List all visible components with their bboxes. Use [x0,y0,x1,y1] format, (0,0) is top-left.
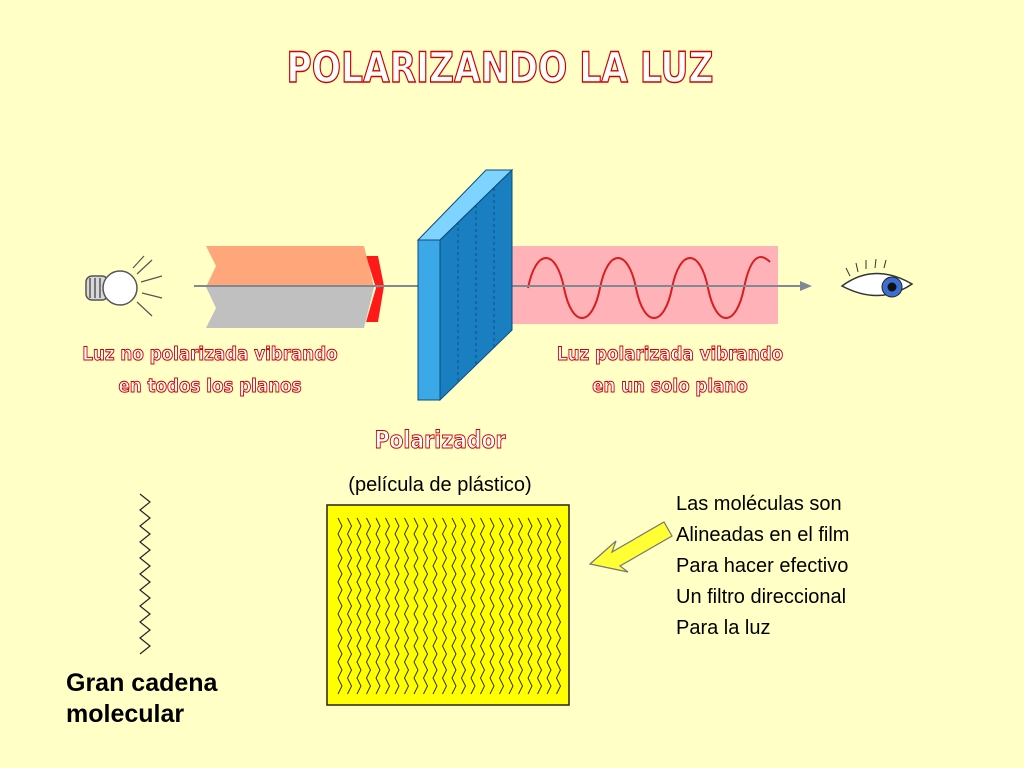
film-molecule-line [403,517,410,695]
page-title: POLARIZANDO LA LUZ [286,42,714,92]
film-molecule-line [375,517,381,695]
unpolarized-caption-line: en todos los planos [118,375,302,398]
film-caption: (película de plástico) [348,474,532,496]
film-molecule-line [346,517,353,695]
eye-icon [840,258,914,298]
film-molecule-line [498,517,505,695]
film-molecules [337,517,562,695]
film-molecule-line [384,517,391,695]
film-molecule-line [365,517,372,695]
film-molecule-line [413,517,419,695]
polarized-caption: Luz polarizada vibrando en un solo plano [520,338,819,402]
film-molecule-line [337,517,343,695]
film-molecule-line [432,517,438,695]
pointer-arrow-icon [588,521,673,573]
film-molecule-line [546,517,552,695]
molecular-chain-label: Gran cadena molecular [66,668,217,730]
film-molecule-line [508,517,514,695]
polarized-wave [527,256,771,319]
film-molecule-line [536,517,543,695]
film-molecule-line [356,517,362,695]
film-molecule-line [555,517,562,695]
explanation-line: Para la luz [676,617,771,639]
molecules-explanation: Las moléculas son Alineadas en el film P… [676,489,849,644]
plastic-film [326,504,570,706]
explanation-line: Para hacer efectivo [676,555,849,577]
explanation-line: Alineadas en el film [676,524,850,546]
explanation-line: Las moléculas son [676,493,842,515]
polarized-caption-line: Luz polarizada vibrando [556,343,784,366]
polarized-caption-line: en un solo plano [592,375,748,398]
film-molecule-line [527,517,533,695]
chain-label-line: molecular [66,700,185,728]
light-bulb-icon [85,255,163,317]
unpolarized-caption-line: Luz no polarizada vibrando [82,343,338,366]
beam-arrowhead [800,281,812,291]
explanation-line: Un filtro direccional [676,586,847,608]
film-molecule-line [489,517,495,695]
film-molecule-line [479,517,486,695]
chain-label-line: Gran cadena [66,669,218,697]
unpolarized-light-beam [206,246,384,328]
film-molecule-line [451,517,457,695]
film-molecule-line [441,517,448,695]
film-molecule-line [460,517,467,695]
unpolarized-caption: Luz no polarizada vibrando en todos los … [60,338,359,402]
film-molecule-line [470,517,476,695]
film-molecule-line [517,517,524,695]
film-molecule-line [394,517,400,695]
polarizer-panel [416,168,514,402]
film-molecule-line [422,517,429,695]
molecular-chain [139,493,151,655]
polarizer-label: Polarizador [374,426,506,455]
